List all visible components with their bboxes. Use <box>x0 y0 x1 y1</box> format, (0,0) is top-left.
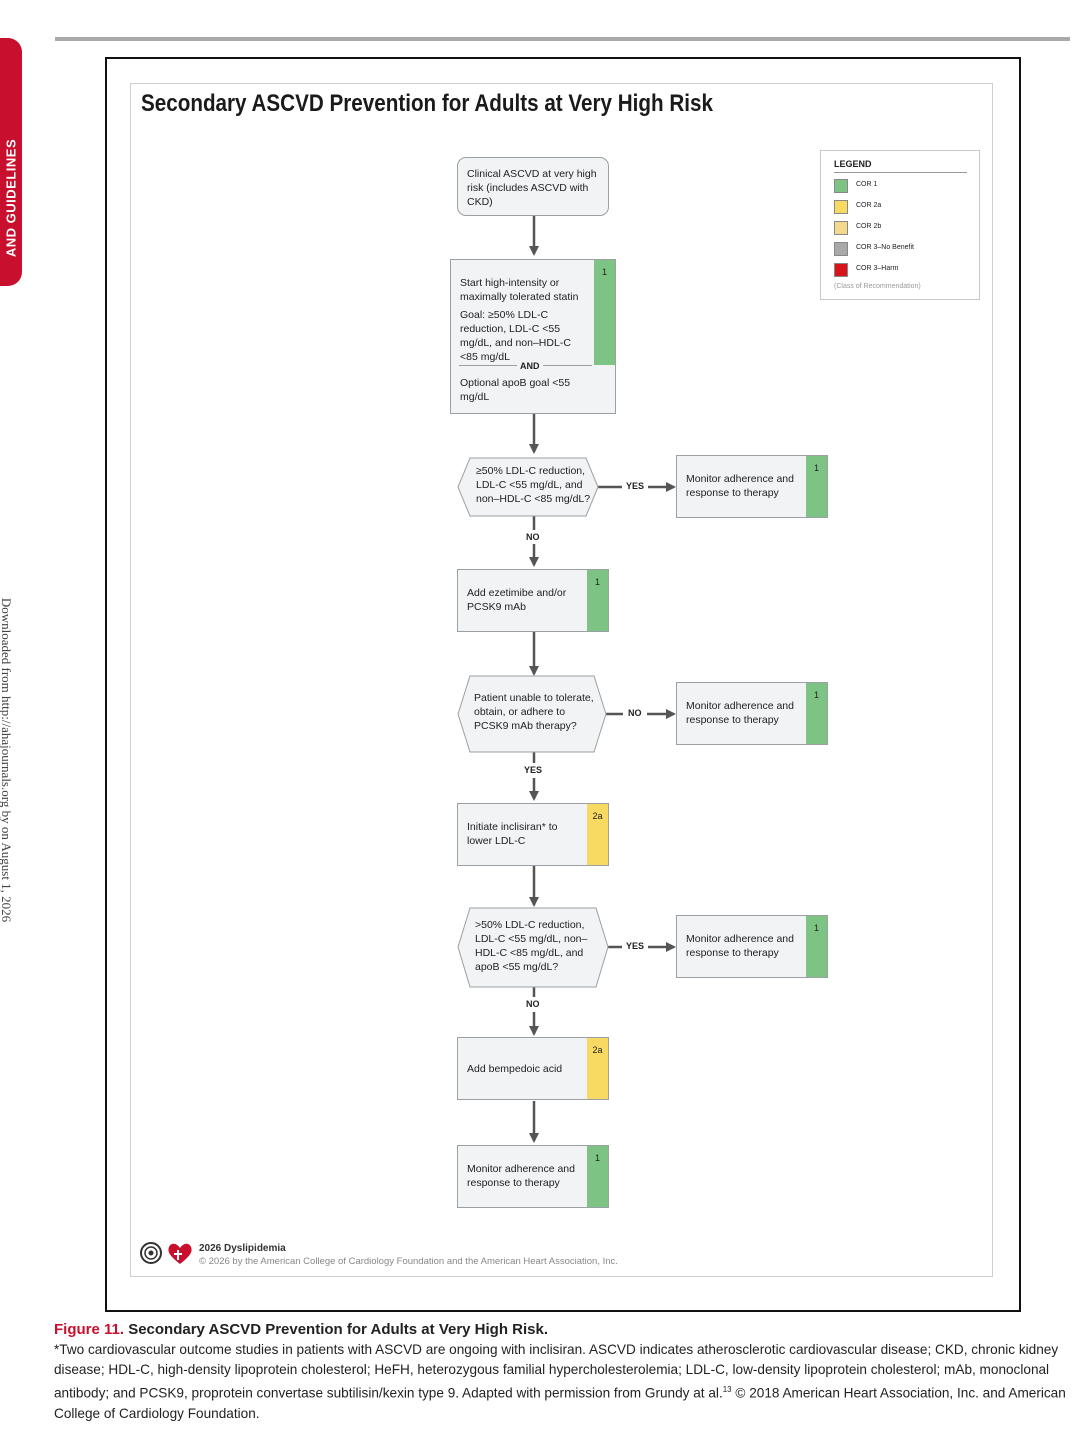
legend-rule <box>834 172 967 173</box>
ezetimibe-cor-label: 1 <box>594 577 600 587</box>
monitor-node-final: Monitor adherence and response to therap… <box>457 1145 609 1208</box>
legend-swatch-cor3-harm <box>834 263 848 277</box>
decision2-text: Patient unable to tolerate, obtain, or a… <box>474 692 594 732</box>
decision3-shape <box>457 907 609 988</box>
statin-cor-strip: 1 <box>594 260 615 365</box>
inclisiran-node-text: Initiate inclisiran* to lower LDL-C <box>467 821 558 847</box>
inclisiran-cor-strip: 2a <box>587 804 608 865</box>
decision1-shape <box>457 457 599 517</box>
decision2-no-label: NO <box>628 708 642 718</box>
monitor-node-2-text: Monitor adherence and response to therap… <box>686 700 794 726</box>
figure-title: Secondary ASCVD Prevention for Adults at… <box>141 90 713 117</box>
top-divider <box>55 37 1070 41</box>
start-node-text: Clinical ASCVD at very high risk (includ… <box>467 168 597 208</box>
caption-reference: 13 <box>722 1385 732 1394</box>
inclisiran-node: Initiate inclisiran* to lower LDL-C 2a <box>457 803 609 866</box>
caption-copyright: © 2018 American Heart Association, Inc. … <box>54 1385 1066 1421</box>
legend-swatch-cor2a <box>834 200 848 214</box>
statin-cor-label: 1 <box>601 267 607 277</box>
legend: LEGEND COR 1 COR 2a COR 2b COR 3–No Bene… <box>820 150 980 300</box>
statin-node: Start high-intensity or maximally tolera… <box>450 259 616 414</box>
acc-seal-icon <box>140 1242 162 1264</box>
decision3-yes-label: YES <box>626 941 645 951</box>
aha-heart-icon <box>168 1243 192 1264</box>
monitor-node-3-text: Monitor adherence and response to therap… <box>686 933 794 959</box>
bempedoic-cor-label: 2a <box>592 1045 603 1055</box>
monitor-2-cor-label: 1 <box>813 690 819 700</box>
society-logos <box>140 1242 192 1264</box>
statin-node-text2: Goal: ≥50% LDL-C reduction, LDL-C <55 mg… <box>460 309 571 363</box>
ezetimibe-node: Add ezetimibe and/or PCSK9 mAb 1 <box>457 569 609 632</box>
caption-title: Figure 11. Secondary ASCVD Prevention fo… <box>54 1321 548 1338</box>
decision3-no-label: NO <box>526 999 540 1009</box>
legend-label: COR 3–No Benefit <box>856 244 914 251</box>
decision1-text: ≥50% LDL-C reduction, LDL-C <55 mg/dL, a… <box>476 465 591 505</box>
caption-body-text: *Two cardiovascular outcome studies in p… <box>54 1342 1059 1401</box>
decision3-text: >50% LDL-C reduction, LDL-C <55 mg/dL, n… <box>475 919 588 973</box>
monitor-node-1-text: Monitor adherence and response to therap… <box>686 473 794 499</box>
bempedoic-node: Add bempedoic acid 2a <box>457 1037 609 1100</box>
decision1-yes-label: YES <box>626 481 645 491</box>
footer-guideline-name: 2026 Dyslipidemia <box>199 1243 286 1254</box>
monitor-3-cor-strip: 1 <box>806 916 827 977</box>
legend-label: COR 2b <box>856 223 882 230</box>
footer-copyright: © 2026 by the American College of Cardio… <box>199 1256 618 1267</box>
legend-label: COR 1 <box>856 181 878 188</box>
monitor-1-cor-label: 1 <box>813 463 819 473</box>
bempedoic-cor-strip: 2a <box>587 1038 608 1099</box>
caption-body: *Two cardiovascular outcome studies in p… <box>54 1340 1069 1424</box>
legend-swatch-cor2b <box>834 221 848 235</box>
figure-number: Figure 11. <box>54 1321 125 1338</box>
statin-optional-text: Optional apoB goal <55 mg/dL <box>460 377 571 403</box>
legend-swatch-cor3-nobenefit <box>834 242 848 256</box>
bempedoic-node-text: Add bempedoic acid <box>467 1063 563 1075</box>
monitor-node-2: Monitor adherence and response to therap… <box>676 682 828 745</box>
legend-note: (Class of Recommendation) <box>834 283 921 290</box>
legend-label: COR 3–Harm <box>856 265 899 272</box>
monitor-node-1: Monitor adherence and response to therap… <box>676 455 828 518</box>
inclisiran-cor-label: 2a <box>592 811 603 821</box>
statin-node-text1: Start high-intensity or maximally tolera… <box>460 277 579 303</box>
monitor-1-cor-strip: 1 <box>806 456 827 517</box>
legend-label: COR 2a <box>856 202 882 209</box>
ezetimibe-cor-strip: 1 <box>587 570 608 631</box>
monitor-final-cor-strip: 1 <box>587 1146 608 1207</box>
ezetimibe-node-text: Add ezetimibe and/or PCSK9 mAb <box>467 587 567 613</box>
start-node: Clinical ASCVD at very high risk (includ… <box>457 157 609 216</box>
decision2-shape <box>457 675 607 753</box>
monitor-2-cor-strip: 1 <box>806 683 827 744</box>
legend-title: LEGEND <box>834 159 872 169</box>
section-tab: AND GUIDELINES <box>0 38 22 286</box>
monitor-3-cor-label: 1 <box>813 923 819 933</box>
monitor-final-cor-label: 1 <box>594 1153 600 1163</box>
monitor-node-3: Monitor adherence and response to therap… <box>676 915 828 978</box>
figure-panel <box>130 83 993 1277</box>
decision2-yes-label: YES <box>524 765 543 775</box>
caption-title-text: Secondary ASCVD Prevention for Adults at… <box>128 1321 549 1338</box>
and-label: AND <box>517 359 543 373</box>
figure-frame <box>105 57 1021 1312</box>
legend-swatch-cor1 <box>834 179 848 193</box>
monitor-node-final-text: Monitor adherence and response to therap… <box>467 1163 575 1189</box>
decision1-no-label: NO <box>526 532 540 542</box>
